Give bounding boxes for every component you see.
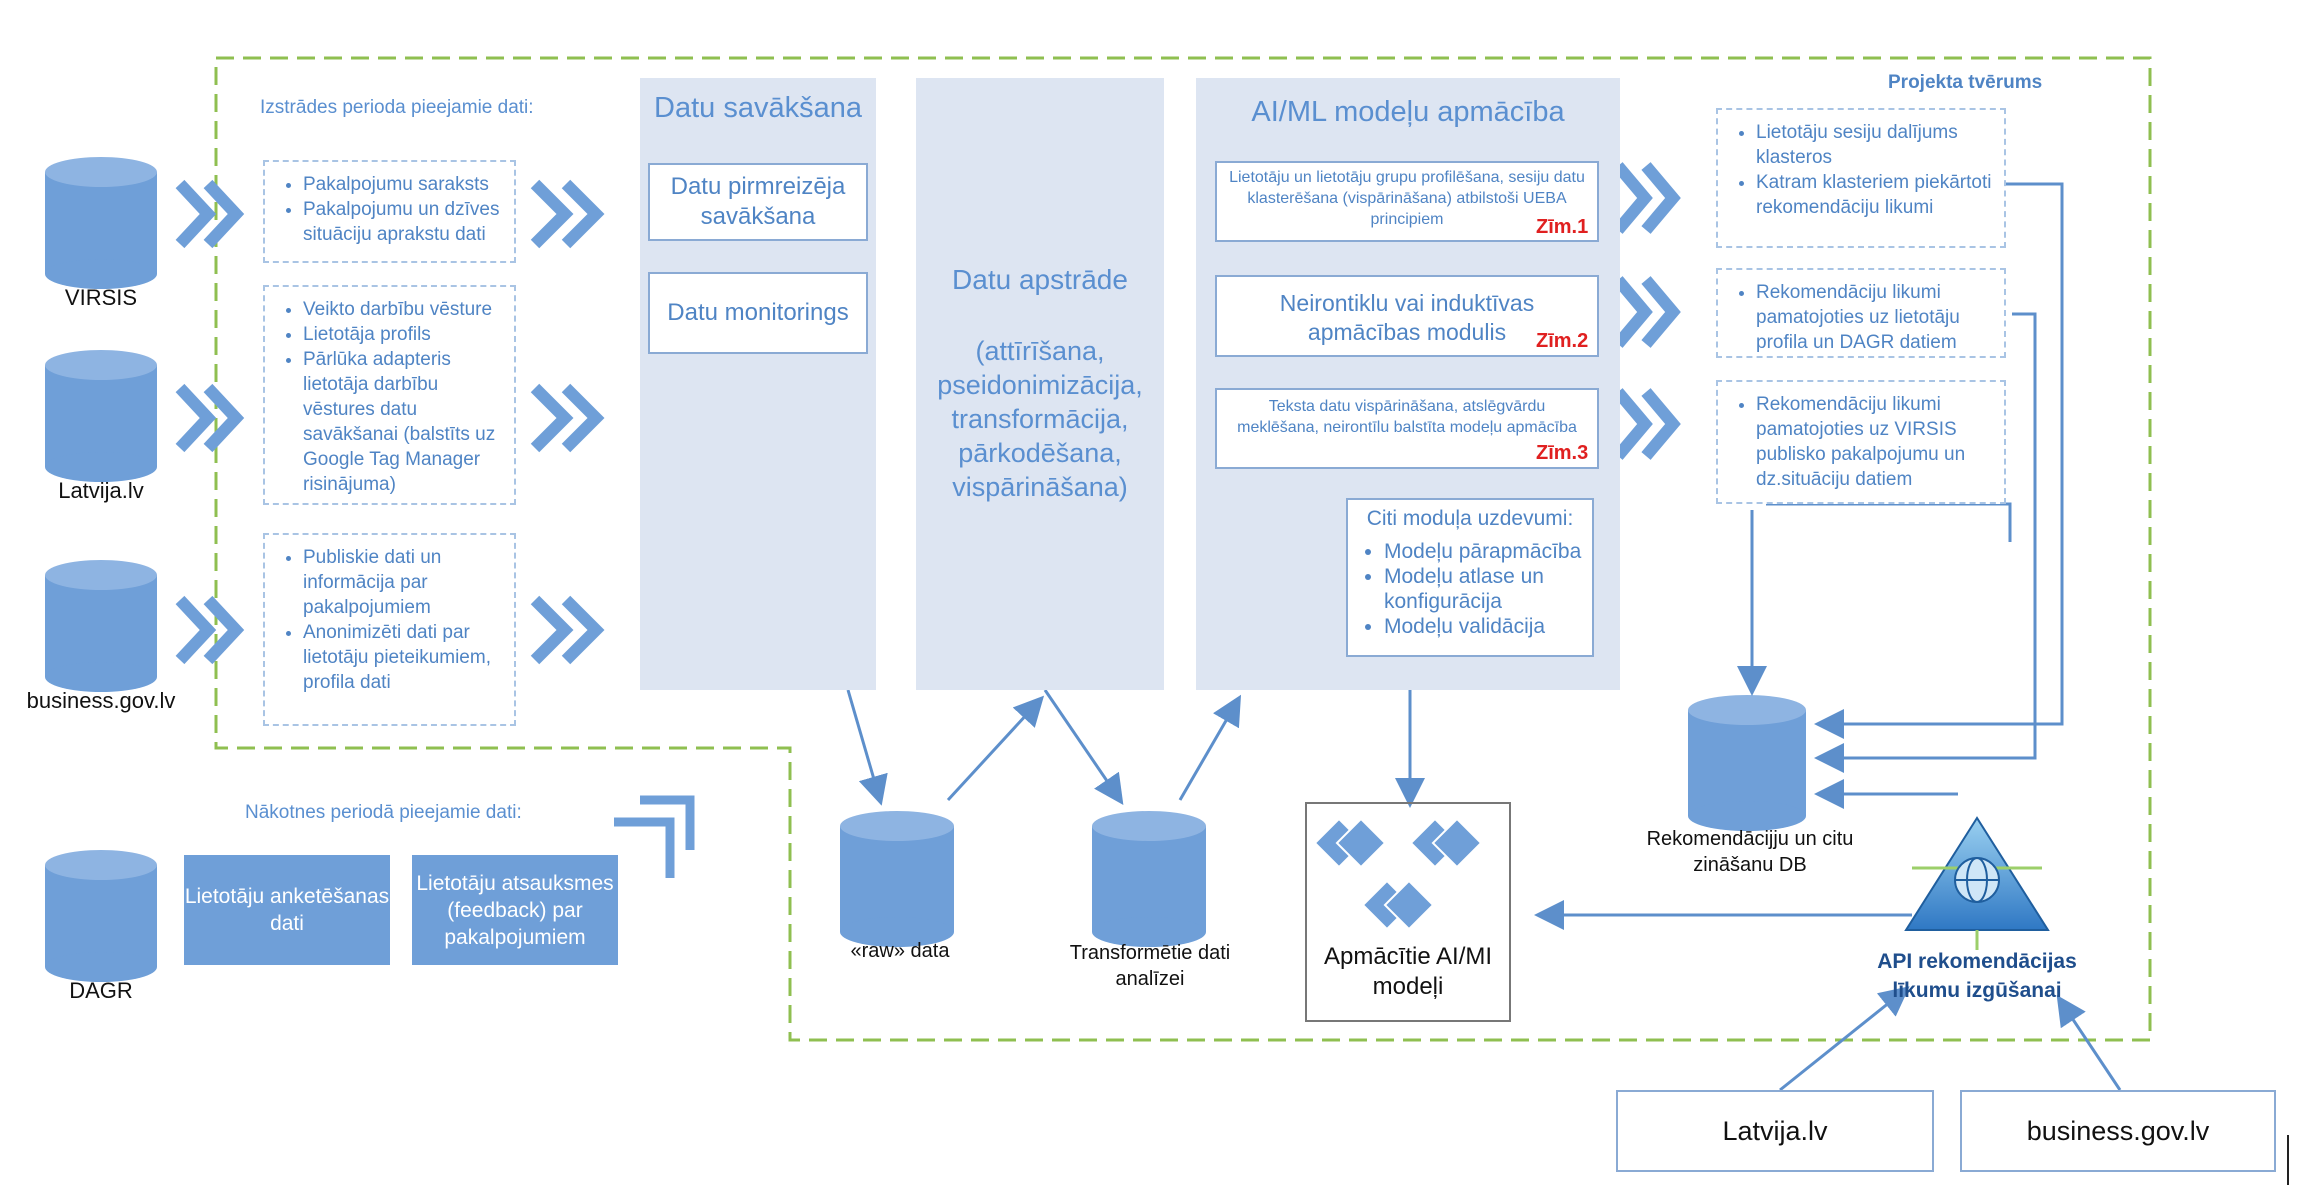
list-item: Pakalpojumu un dzīves situāciju aprakstu… (303, 197, 502, 247)
source-label-virsis: VIRSIS (64, 285, 138, 310)
model-diamond-icons (1313, 817, 1483, 931)
list-item: Veikto darbību vēsture (303, 297, 502, 322)
result-box-clusters: Lietotāju sesiju dalījums klasteros Katr… (1716, 108, 2006, 248)
raw-data-label: «raw» data (850, 940, 950, 962)
panel-data-processing (916, 78, 1164, 690)
cylinder-virsis (45, 157, 157, 289)
list-item: Lietotāja profils (303, 322, 502, 347)
api-globe-icon (1904, 816, 2050, 950)
source-label-business: business.gov.lv (26, 688, 176, 713)
training-module-text: Lietotāju un lietotāju grupu profilēšana… (1229, 169, 1585, 228)
future-box-feedback: Lietotāju atsauksmes (feedback) par paka… (412, 855, 618, 965)
list-item: Publiskie dati un informācija par pakalp… (303, 545, 502, 620)
collection-initial-box: Datu pirmreizēja savākšana (648, 163, 868, 241)
dev-period-label: Izstrādes perioda pieejamie dati: (260, 97, 534, 118)
list-item: Rekomendāciju likumi pamatojoties uz lie… (1756, 280, 1992, 355)
training-module-text: Neirontiklu vai induktīvas apmācības mod… (1279, 290, 1535, 345)
cylinder-reco-db (1688, 695, 1806, 831)
result-box-virsis-rules: Rekomendāciju likumi pamatojoties uz VIR… (1716, 380, 2006, 504)
training-module-2: Neirontiklu vai induktīvas apmācības mod… (1215, 275, 1599, 357)
cylinder-latvija (45, 350, 157, 482)
training-module-3: Teksta datu vispārināšana, atslēgvārdu m… (1215, 388, 1599, 469)
list-item: Anonimizēti dati par lietotāju pieteikum… (303, 620, 502, 695)
other-tasks-title: Citi moduļa uzdevumi: (1366, 507, 1574, 530)
transformed-data-label: Transformētie dati analīzei (1069, 942, 1231, 990)
future-box-survey: Lietotāju anketēšanas dati (184, 855, 390, 965)
training-other-tasks: Citi moduļa uzdevumi: Modeļu pārapmācība… (1346, 498, 1594, 657)
list-item: Pakalpojumu saraksts (303, 172, 502, 197)
panel-collection-title: Datu savākšana (654, 92, 862, 124)
chevrons-to-collection (530, 179, 605, 665)
cylinder-transformed-data (1092, 811, 1206, 947)
client-box-latvija: Latvija.lv (1616, 1090, 1934, 1172)
chevrons-sources (175, 179, 245, 665)
list-item: Modeļu validācija (1384, 614, 1584, 639)
source-data-box-business: Publiskie dati un informācija par pakalp… (263, 533, 516, 726)
list-item: Pārlūka adapteris lietotāja darbību vēst… (303, 347, 502, 497)
future-corner-icon (614, 795, 695, 878)
list-item: Rekomendāciju likumi pamatojoties uz VIR… (1756, 392, 1992, 492)
source-data-box-latvija: Veikto darbību vēsture Lietotāja profils… (263, 285, 516, 505)
trained-models-box (1305, 802, 1511, 1022)
api-label: API rekomendācijas līkumu izgūšanai (1877, 950, 2077, 1002)
module-tag-1: Zīm.1 (1536, 216, 1589, 238)
list-item: Modeļu pārapmācība (1384, 539, 1584, 564)
training-module-1: Lietotāju un lietotāju grupu profilēšana… (1215, 161, 1599, 242)
panel-training-title: AI/ML modeļu apmācība (1251, 96, 1565, 128)
source-data-box-virsis: Pakalpojumu saraksts Pakalpojumu un dzīv… (263, 160, 516, 263)
client-box-business: business.gov.lv (1960, 1090, 2276, 1172)
cylinder-business (45, 560, 157, 692)
module-tag-3: Zīm.3 (1536, 442, 1589, 464)
reco-db-label: Rekomendācijju un citu zināšanu DB (1646, 828, 1854, 876)
chevrons-to-results (1613, 162, 1681, 460)
result-box-profile-rules: Rekomendāciju likumi pamatojoties uz lie… (1716, 268, 2006, 358)
project-scope-border (214, 56, 2152, 1042)
cylinder-dagr (45, 850, 157, 982)
list-item: Modeļu atlase un konfigurācija (1384, 564, 1584, 614)
panel-processing-title: Datu apstrāde (952, 264, 1128, 295)
cylinder-raw-data (840, 811, 954, 947)
collection-monitoring-box: Datu monitorings (648, 272, 868, 354)
trained-models-label: Apmācītie AI/MI modeļi (1323, 943, 1493, 1000)
project-scope-title: Projekta tvērums (1888, 72, 2043, 93)
list-item: Lietotāju sesiju dalījums klasteros (1756, 120, 1992, 170)
module-tag-2: Zīm.2 (1536, 330, 1589, 352)
list-item: Katram klasteriem piekārtoti rekomendāci… (1756, 170, 1992, 220)
panel-processing-subtitle: (attīrīšana, pseidonimizācija, transform… (937, 336, 1143, 502)
source-label-latvija: Latvija.lv (58, 478, 144, 503)
future-period-label: Nākotnes periodā pieejamie dati: (245, 802, 522, 823)
training-module-text: Teksta datu vispārināšana, atslēgvārdu m… (1237, 398, 1577, 436)
source-label-dagr: DAGR (69, 978, 133, 1003)
